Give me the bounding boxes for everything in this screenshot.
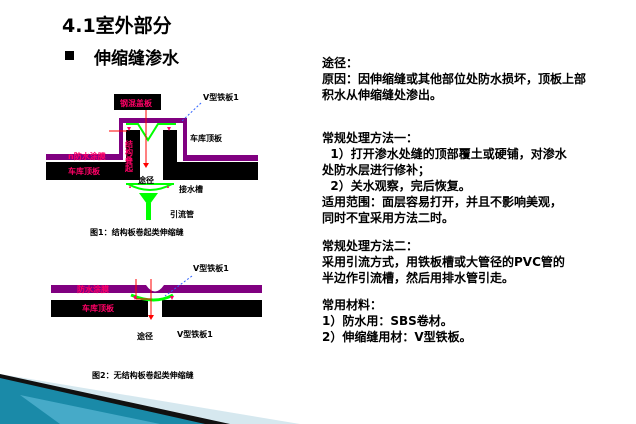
figure1-caption: 图1：结构板卷起类伸缩缝 [90, 227, 184, 237]
gutter [126, 183, 174, 191]
text-line: 积水从伸缩缝处渗出。 [322, 88, 443, 102]
figure1-diagram: 钢混盖板 V型铁板1 车库顶板 n防水涂膜 车库顶板 结构叠起 途径 接水槽 引… [46, 92, 258, 237]
path-label: 途径 [138, 175, 154, 185]
text-line: 半边作引流槽，然后用排水管引走。 [322, 271, 515, 285]
text-line: 处防水层进行修补； [322, 163, 431, 177]
page-title: 4.1室外部分 [62, 15, 172, 37]
cover-plate-label: 钢混盖板 [120, 98, 153, 108]
text-line: 1）防水用：SBS卷材。 [322, 314, 453, 328]
roof-slab-left [51, 300, 148, 317]
text-line: 1）打开渗水处缝的顶部覆土或硬铺，对渗水 [322, 147, 567, 161]
upturn-label: 结构叠起 [124, 139, 134, 173]
bullet-square-icon [65, 51, 74, 60]
text-line: 常用材料： [322, 298, 383, 312]
gutter-label: 接水槽 [179, 184, 203, 194]
text-line: 适用范围：面层容易打开，并且不影响美观， [322, 195, 563, 209]
figure2-caption: 图2：无结构板卷起类伸缩缝 [92, 370, 194, 380]
roof-slab-left [46, 130, 140, 180]
v-plate [126, 123, 176, 142]
path-label: 途径 [137, 331, 153, 341]
text-line: 同时不宜采用方法二时。 [322, 211, 455, 225]
drain-pipe-label: 引流管 [170, 209, 194, 219]
roof-slab-right [162, 300, 262, 317]
text-line: 2）关水观察，完后恢复。 [322, 179, 471, 193]
v-plate-top-label: V型铁板1 [193, 263, 229, 273]
decorative-swoosh [0, 374, 300, 424]
text-line: 原因：因伸缩缝或其他部位处防水损坏，顶板上部 [322, 72, 587, 86]
waterproof-membrane [51, 285, 262, 293]
cover-plate [114, 94, 161, 110]
roof-label: 车库顶板 [82, 303, 115, 313]
text-line: 采用引流方式，用铁板槽或大管径的PVC管的 [322, 255, 565, 269]
v-plate-bottom-label: V型铁板1 [177, 329, 213, 339]
figure2-diagram: V型铁板1 防水涂膜 车库顶板 途径 V型铁板1 图2：无结构板卷起类伸缩缝 [51, 263, 262, 380]
roof-slab-right [163, 130, 258, 180]
text-line: 2）伸缩缝用材：V型铁板。 [322, 330, 472, 344]
roof-left-label: 车库顶板 [68, 166, 101, 176]
waterproof-membrane [46, 118, 258, 161]
text-line: 常规处理方法二： [322, 239, 419, 253]
text-line: 常规处理方法一： [322, 131, 419, 145]
section-subtitle: 伸缩缝渗水 [94, 49, 179, 69]
roof-right-label: 车库顶板 [190, 133, 223, 143]
v-plate-label: V型铁板1 [203, 92, 239, 102]
text-line: 途径： [322, 56, 359, 70]
membrane-label: 防水涂膜 [77, 284, 109, 294]
drain-funnel [139, 193, 158, 204]
membrane-label: n防水涂膜 [68, 151, 106, 161]
